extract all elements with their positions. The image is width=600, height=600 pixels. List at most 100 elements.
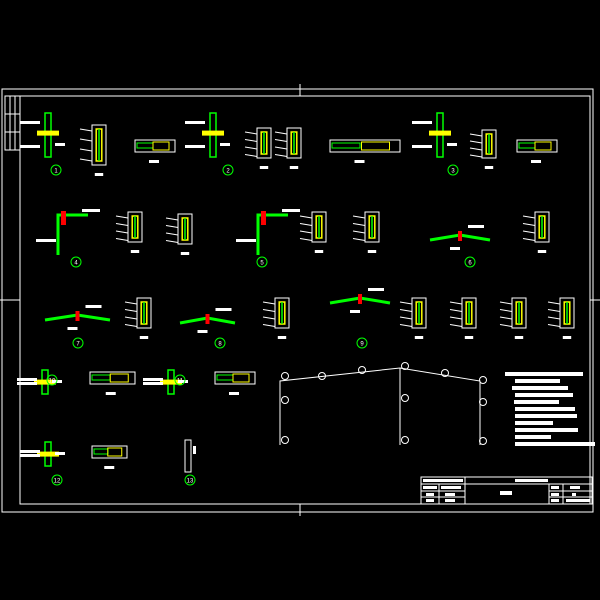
- marker-label: 12: [54, 479, 61, 485]
- marker-label: 5: [260, 261, 264, 267]
- frame-node-marker: [281, 436, 289, 444]
- frame-node-marker: [318, 372, 326, 380]
- marker-circle: [46, 374, 58, 386]
- section-detail: [352, 211, 380, 253]
- column-node-detail: [20, 112, 65, 158]
- marker-circle: [72, 337, 84, 349]
- detail-marker-12: 12: [51, 474, 63, 486]
- marker-circle: [222, 164, 234, 176]
- beam-section-detail: [89, 371, 136, 395]
- marker-circle: [184, 474, 196, 486]
- section-detail: [499, 297, 527, 339]
- knee-joint-detail: [236, 209, 300, 255]
- marker-circle: [356, 337, 368, 349]
- frame-node-marker: [479, 437, 487, 445]
- section-detail: [399, 297, 427, 339]
- marker-circle: [70, 256, 82, 268]
- note-line: [514, 400, 559, 404]
- note-line: [515, 421, 553, 425]
- frame-node-marker: [479, 376, 487, 384]
- ridge-splice-detail: [329, 288, 391, 313]
- marker-label: 8: [218, 342, 222, 348]
- marker-label: 2: [226, 169, 230, 175]
- detail-marker-4: 4: [70, 256, 82, 268]
- note-line: [515, 442, 595, 446]
- frame-node-markers: [281, 362, 487, 445]
- marker-circle: [174, 374, 186, 386]
- note-line: [515, 393, 573, 397]
- marker-label: 11: [177, 379, 184, 385]
- column-node-detail: [412, 112, 457, 158]
- section-detail: [547, 297, 575, 339]
- detail-marker-2: 2: [222, 164, 234, 176]
- note-line: [515, 428, 578, 432]
- beam-section-detail: [214, 371, 256, 395]
- frame-node-marker: [281, 396, 289, 404]
- marker-circle: [50, 164, 62, 176]
- marker-circle: [447, 164, 459, 176]
- note-line: [515, 379, 560, 383]
- detail-marker-11: 11: [174, 374, 186, 386]
- detail-marker-13: 13: [184, 474, 196, 486]
- section-detail: [299, 211, 327, 253]
- detail-marker-6: 6: [464, 256, 476, 268]
- note-line: [515, 414, 577, 418]
- section-detail: [124, 297, 152, 339]
- note-line: [512, 386, 568, 390]
- section-detail: [522, 211, 550, 253]
- title-block: [420, 476, 593, 505]
- section-detail: [449, 297, 477, 339]
- marker-label: 6: [468, 261, 472, 267]
- column-node-detail: [20, 441, 65, 467]
- marker-circle: [214, 337, 226, 349]
- ridge-splice-detail: [429, 225, 491, 250]
- detail-marker-10: 10: [46, 374, 58, 386]
- frame-node-marker: [281, 372, 289, 380]
- frame-node-marker: [401, 436, 409, 444]
- marker-label: 4: [74, 261, 78, 267]
- knee-joint-detail: [36, 209, 100, 255]
- beam-section-detail: [329, 139, 401, 163]
- ridge-splice-detail: [179, 308, 236, 333]
- note-line: [515, 435, 551, 439]
- note-line: [515, 407, 575, 411]
- frame-node-marker: [358, 366, 366, 374]
- marker-label: 10: [49, 379, 56, 385]
- detail-marker-3: 3: [447, 164, 459, 176]
- section-detail: [165, 213, 193, 255]
- section-detail: [469, 129, 497, 169]
- purlin-detail: [184, 439, 196, 473]
- section-detail: [274, 127, 302, 169]
- detail-marker-7: 7: [72, 337, 84, 349]
- beam-section-detail: [134, 139, 176, 163]
- ridge-splice-detail: [44, 305, 111, 330]
- note-line: [505, 372, 583, 376]
- marker-circle: [256, 256, 268, 268]
- section-detail: [244, 127, 272, 169]
- beam-section-detail: [516, 139, 558, 163]
- detail-marker-9: 9: [356, 337, 368, 349]
- column-node-detail: [185, 112, 230, 158]
- marker-circle: [464, 256, 476, 268]
- beam-section-detail: [91, 445, 128, 469]
- drawing-frame: [0, 84, 600, 516]
- detail-drawings: [17, 112, 575, 473]
- section-detail: [79, 124, 107, 176]
- general-notes: [505, 372, 595, 446]
- frame-node-marker: [401, 394, 409, 402]
- marker-label: 1: [54, 169, 58, 175]
- detail-marker-5: 5: [256, 256, 268, 268]
- frame-node-marker: [441, 369, 449, 377]
- column-node-detail: [143, 369, 188, 395]
- section-detail: [262, 297, 290, 339]
- frame-node-marker: [401, 362, 409, 370]
- portal-frame-elevation: [279, 367, 481, 445]
- frame-node-marker: [479, 398, 487, 406]
- marker-label: 3: [451, 169, 455, 175]
- section-detail: [115, 211, 143, 253]
- marker-circle: [51, 474, 63, 486]
- marker-label: 9: [360, 342, 364, 348]
- detail-marker-1: 1: [50, 164, 62, 176]
